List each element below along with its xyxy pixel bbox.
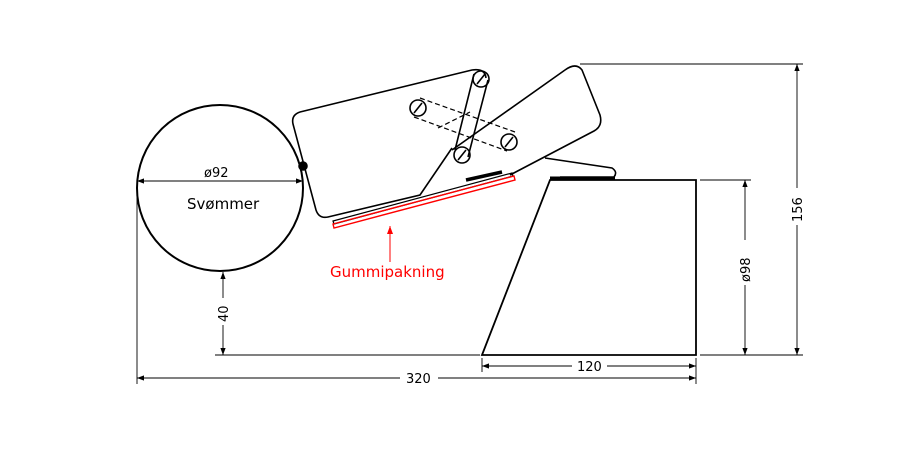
float-diameter-label: ø92 <box>204 166 229 181</box>
base-length-label: 120 <box>577 360 602 375</box>
screws <box>409 70 518 164</box>
gasket-label: Gummipakning <box>330 263 445 281</box>
extension-lines <box>136 63 803 384</box>
gasket <box>332 175 516 229</box>
float-height-label: 40 <box>217 305 232 322</box>
base-diameter-label: ø98 <box>739 258 754 283</box>
gasket-backing <box>465 170 503 182</box>
dimension-lines <box>137 64 800 381</box>
link-arm <box>454 73 489 158</box>
adjustment-slot <box>413 97 516 152</box>
total-length-label: 320 <box>406 372 431 387</box>
float-circle <box>136 104 304 272</box>
float-base <box>480 179 697 356</box>
float-label: Svømmer <box>187 195 260 213</box>
total-height-label: 156 <box>791 197 806 222</box>
